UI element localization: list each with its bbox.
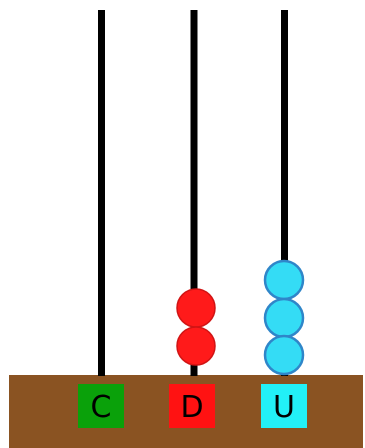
label-c-text: C	[91, 390, 112, 425]
label-c: C	[78, 384, 124, 428]
bead-u-2	[265, 299, 303, 337]
label-u: U	[261, 384, 307, 428]
bead-d-1	[177, 289, 215, 327]
label-d-text: D	[180, 390, 203, 425]
bead-u-3	[265, 336, 303, 374]
bead-d-2	[177, 327, 215, 365]
bead-u-1	[265, 261, 303, 299]
label-d: D	[169, 384, 215, 428]
label-u-text: U	[273, 390, 295, 425]
